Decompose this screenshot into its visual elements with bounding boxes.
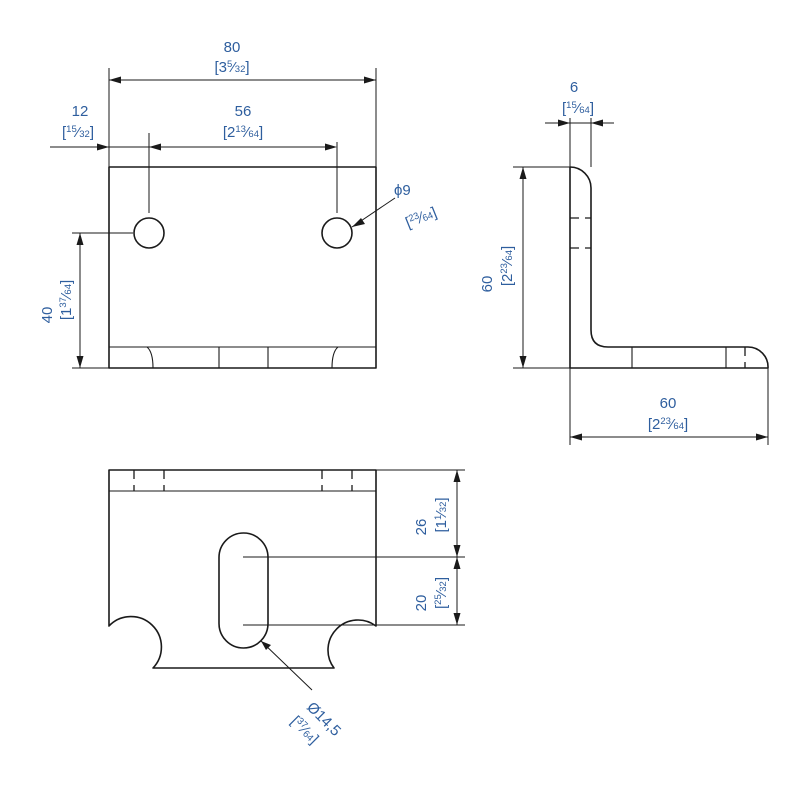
dimension-inch-value: [137⁄64] (58, 280, 75, 320)
top-view (108, 469, 377, 669)
dimension-value: 60 (479, 276, 496, 293)
dimension-value: 6 (570, 79, 578, 96)
dimension-value: 40 (39, 307, 56, 324)
front-view (108, 166, 377, 369)
dimension-leg-length-60: 60 [223⁄64] (569, 368, 769, 445)
dimension-value: 20 (413, 595, 430, 612)
dimension-slot-width: Ø14,5 [37⁄64] (260, 640, 344, 748)
dimension-inch-value: [25⁄32] (433, 577, 450, 609)
dimension-value: 60 (660, 395, 677, 412)
dimension-hole-height-40: 40 [137⁄64] (39, 232, 133, 369)
dimension-value: 56 (235, 103, 252, 120)
dimension-slot-length-20: 20 [25⁄32] (243, 557, 465, 626)
dimension-inch-value: [223⁄64] (648, 416, 688, 433)
dimension-value: 80 (224, 39, 241, 56)
mounting-hole-left (133, 217, 165, 249)
dimension-thickness-6: 6 [15⁄64] (545, 79, 614, 167)
dimension-inch-value: [37⁄64] (287, 713, 322, 748)
dimension-hole-spacing-56: 56 [213⁄64] (223, 103, 337, 151)
top-view-outline (108, 469, 377, 669)
dimension-hole-diameter: ϕ9 [23⁄64] (351, 182, 439, 232)
bend-fillet-right (331, 346, 339, 369)
mounting-hole-right (321, 217, 353, 249)
dimension-inch-value: [35⁄32] (214, 59, 249, 76)
dimension-inch-value: [223⁄64] (499, 246, 516, 286)
slot (218, 532, 269, 649)
side-view (569, 166, 769, 369)
dimension-inch-value: [213⁄64] (223, 124, 263, 141)
dimension-inch-value: [11⁄32] (433, 497, 450, 532)
bend-fillet-left (146, 346, 154, 369)
dimension-inch-value: [15⁄32] (62, 124, 94, 141)
dimension-value: ϕ9 (394, 182, 411, 199)
dimension-value: 26 (413, 519, 430, 536)
dimension-width-80: 80 [35⁄32] (108, 39, 377, 167)
dimension-leg-height-60: 60 [223⁄64] (479, 166, 570, 369)
dimension-slot-offset-26: 26 [11⁄32] (243, 469, 465, 558)
dimension-inch-value: [23⁄64] (403, 204, 439, 232)
dimension-value: 12 (72, 103, 89, 120)
side-view-profile (569, 166, 769, 369)
front-view-outline (108, 166, 377, 369)
dimension-hole-offset-12: 12 [15⁄32] (50, 103, 338, 213)
dimension-inch-value: [15⁄64] (562, 100, 594, 117)
